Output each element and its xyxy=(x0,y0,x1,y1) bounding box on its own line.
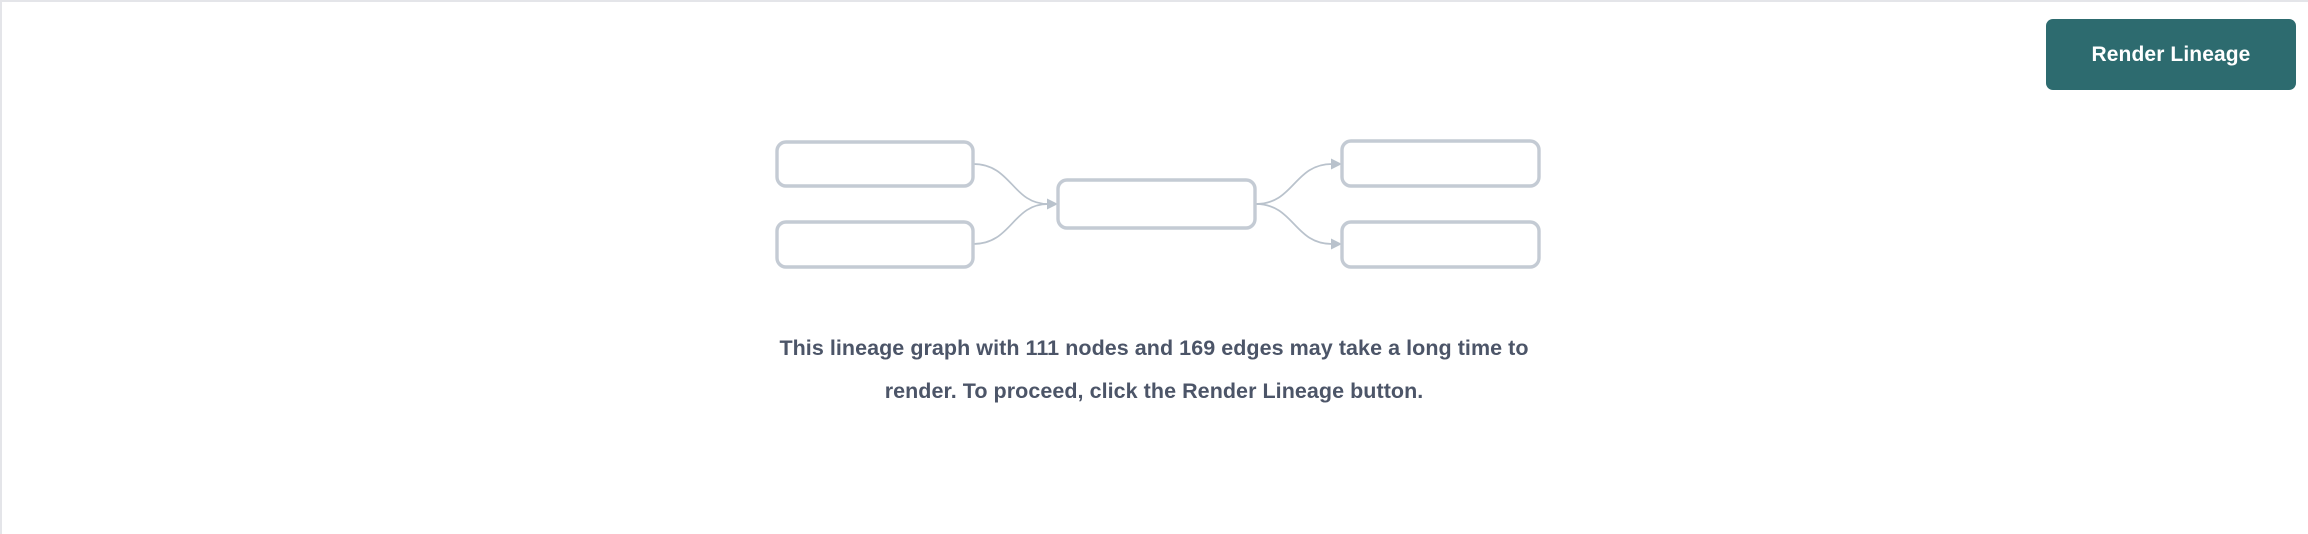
arrowhead-into-downstream-2 xyxy=(1331,238,1342,250)
lineage-node-upstream-1 xyxy=(775,140,975,188)
render-lineage-button[interactable]: Render Lineage xyxy=(2046,19,2296,90)
lineage-node-downstream-2 xyxy=(1340,220,1541,269)
edge-upstream-2-to-center xyxy=(972,203,1049,245)
edge-center-to-downstream-2 xyxy=(1255,203,1333,245)
lineage-node-group xyxy=(775,139,1541,269)
lineage-node-center xyxy=(1056,178,1257,230)
arrowhead-into-downstream-1 xyxy=(1331,158,1342,170)
lineage-edge-group xyxy=(972,158,1342,250)
edge-upstream-1-to-center xyxy=(972,163,1049,205)
lineage-node-upstream-2 xyxy=(775,220,975,269)
lineage-warning-message: This lineage graph with 111 nodes and 16… xyxy=(779,336,1529,403)
arrowhead-into-center xyxy=(1047,198,1058,210)
edge-center-to-downstream-1 xyxy=(1255,163,1333,205)
lineage-node-downstream-1 xyxy=(1340,139,1541,188)
